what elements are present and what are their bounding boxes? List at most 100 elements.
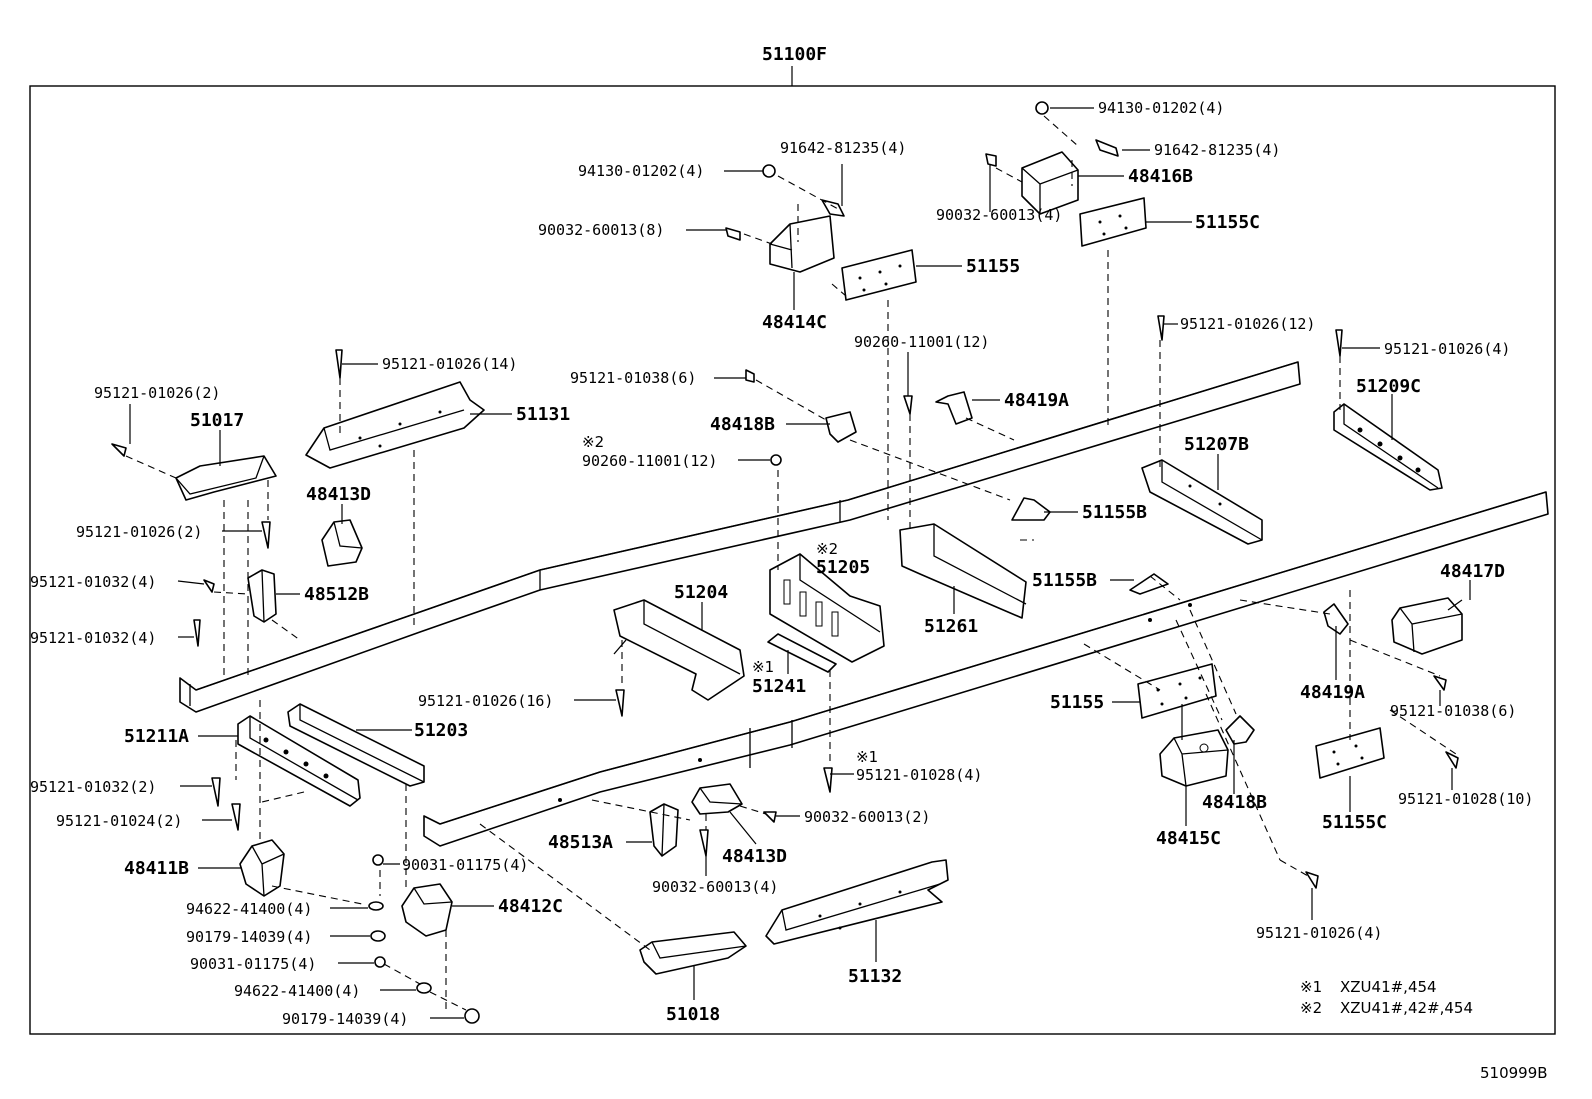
- assembly-frame: [29, 85, 1556, 1035]
- part-48413D-center: [691, 783, 743, 815]
- label-48412C: 48412C: [498, 896, 563, 917]
- part-51241: [767, 633, 837, 673]
- note-2-mark: ※2: [1300, 999, 1322, 1017]
- label-91642-81235-tl: 91642-81235(4): [780, 139, 906, 157]
- label-51155B-b: 51155B: [1032, 570, 1097, 591]
- part-48415C: [1159, 729, 1229, 787]
- label-48415C: 48415C: [1156, 828, 1221, 849]
- label-51211A: 51211A: [124, 726, 189, 747]
- label-51205: 51205: [816, 557, 870, 578]
- label-mark-1a: ※1: [752, 658, 774, 676]
- note-2-text: XZU41#,42#,454: [1340, 999, 1473, 1017]
- part-51207B: [1141, 459, 1263, 545]
- label-51155B-a: 51155B: [1082, 502, 1147, 523]
- label-90179-14039-b: 90179-14039(4): [282, 1010, 408, 1028]
- label-90032-60013-8: 90032-60013(8): [538, 221, 664, 239]
- label-51155-right: 51155: [1050, 692, 1104, 713]
- part-51211A: [237, 715, 361, 807]
- label-95121-01024-2: 95121-01024(2): [56, 812, 182, 830]
- part-48419A-top: [935, 391, 973, 425]
- label-95121-01032-4b: 95121-01032(4): [30, 629, 156, 647]
- label-48416B: 48416B: [1128, 166, 1193, 187]
- label-48417D: 48417D: [1440, 561, 1505, 582]
- part-48411B: [239, 839, 285, 897]
- label-51261: 51261: [924, 616, 978, 637]
- label-95121-01038-6r: 95121-01038(6): [1390, 702, 1516, 720]
- label-90031-01175-a: 90031-01175(4): [402, 856, 528, 874]
- label-95121-01026-2a: 95121-01026(2): [94, 384, 220, 402]
- part-51131: [305, 381, 485, 469]
- diagram-code: 510999B: [1480, 1064, 1548, 1082]
- label-mark-2b: ※2: [816, 540, 838, 558]
- part-51017: [175, 455, 277, 501]
- note-1-text: XZU41#,454: [1340, 978, 1437, 996]
- label-48512B: 48512B: [304, 584, 369, 605]
- label-90032-60013-4: 90032-60013(4): [936, 206, 1062, 224]
- label-95121-01026-4b: 95121-01026(4): [1256, 924, 1382, 942]
- label-51132: 51132: [848, 966, 902, 987]
- label-51204: 51204: [674, 582, 728, 603]
- label-48413D-left: 48413D: [306, 484, 371, 505]
- label-51155C-top: 51155C: [1195, 212, 1260, 233]
- part-51155B-b: [1129, 573, 1169, 595]
- label-48418B-right: 48418B: [1202, 792, 1267, 813]
- part-48414C: [769, 215, 835, 273]
- label-48411B: 48411B: [124, 858, 189, 879]
- label-51203: 51203: [414, 720, 468, 741]
- label-48419A-right: 48419A: [1300, 682, 1365, 703]
- part-labels: 94130-01202(4) 91642-81235(4) 48416B 900…: [30, 99, 1533, 1028]
- label-48419A-top: 48419A: [1004, 390, 1069, 411]
- fasteners: [111, 101, 1459, 1024]
- label-94622-41400-a: 94622-41400(4): [186, 900, 312, 918]
- label-48418B-top: 48418B: [710, 414, 775, 435]
- note-1-mark: ※1: [1300, 978, 1322, 996]
- label-95121-01032-2: 95121-01032(2): [30, 778, 156, 796]
- label-51155C-right: 51155C: [1322, 812, 1387, 833]
- assembly-dashes: [125, 115, 1457, 1011]
- label-94622-41400-b: 94622-41400(4): [234, 982, 360, 1000]
- label-95121-01028-4: 95121-01028(4): [856, 766, 982, 784]
- label-48513A: 48513A: [548, 832, 613, 853]
- part-51205: [769, 553, 885, 663]
- part-48416B: [1021, 151, 1079, 215]
- label-90031-01175-b: 90031-01175(4): [190, 955, 316, 973]
- label-95121-01026-4r: 95121-01026(4): [1384, 340, 1510, 358]
- label-51131: 51131: [516, 404, 570, 425]
- label-90032-60013-2: 90032-60013(2): [804, 808, 930, 826]
- label-51207B: 51207B: [1184, 434, 1249, 455]
- part-48418B-right: [1225, 715, 1255, 745]
- part-51132: [765, 859, 949, 945]
- right-frame-rail: [423, 491, 1549, 847]
- part-51155B-a: [1011, 497, 1051, 521]
- part-51155-right: [1137, 663, 1217, 719]
- part-48512B: [247, 569, 277, 623]
- label-90260-11001-12b: 90260-11001(12): [582, 452, 717, 470]
- part-48419A-right: [1323, 603, 1349, 635]
- part-51155C-top: [1079, 197, 1147, 247]
- part-51155-top: [841, 249, 917, 301]
- label-94130-01202-top: 94130-01202(4): [1098, 99, 1224, 117]
- label-48414C: 48414C: [762, 312, 827, 333]
- label-51209C: 51209C: [1356, 376, 1421, 397]
- label-51241: 51241: [752, 676, 806, 697]
- part-51155C-right: [1315, 727, 1385, 779]
- label-95121-01026-12: 95121-01026(12): [1180, 315, 1315, 333]
- label-95121-01026-2b: 95121-01026(2): [76, 523, 202, 541]
- label-51018: 51018: [666, 1004, 720, 1025]
- part-51204: [613, 599, 745, 701]
- part-48418B-top: [825, 411, 857, 443]
- part-51261: [899, 523, 1027, 619]
- label-95121-01026-14: 95121-01026(14): [382, 355, 517, 373]
- part-48513A: [649, 803, 679, 857]
- label-94130-01202-l: 94130-01202(4): [578, 162, 704, 180]
- main-assembly-label: 51100F: [762, 44, 827, 65]
- part-51203: [287, 703, 425, 787]
- label-mark-2a: ※2: [582, 433, 604, 451]
- part-51209C: [1333, 403, 1443, 491]
- label-95121-01038-6: 95121-01038(6): [570, 369, 696, 387]
- label-51155-top: 51155: [966, 256, 1020, 277]
- label-95121-01026-16: 95121-01026(16): [418, 692, 553, 710]
- label-95121-01028-10: 95121-01028(10): [1398, 790, 1533, 808]
- part-48412C: [401, 883, 453, 937]
